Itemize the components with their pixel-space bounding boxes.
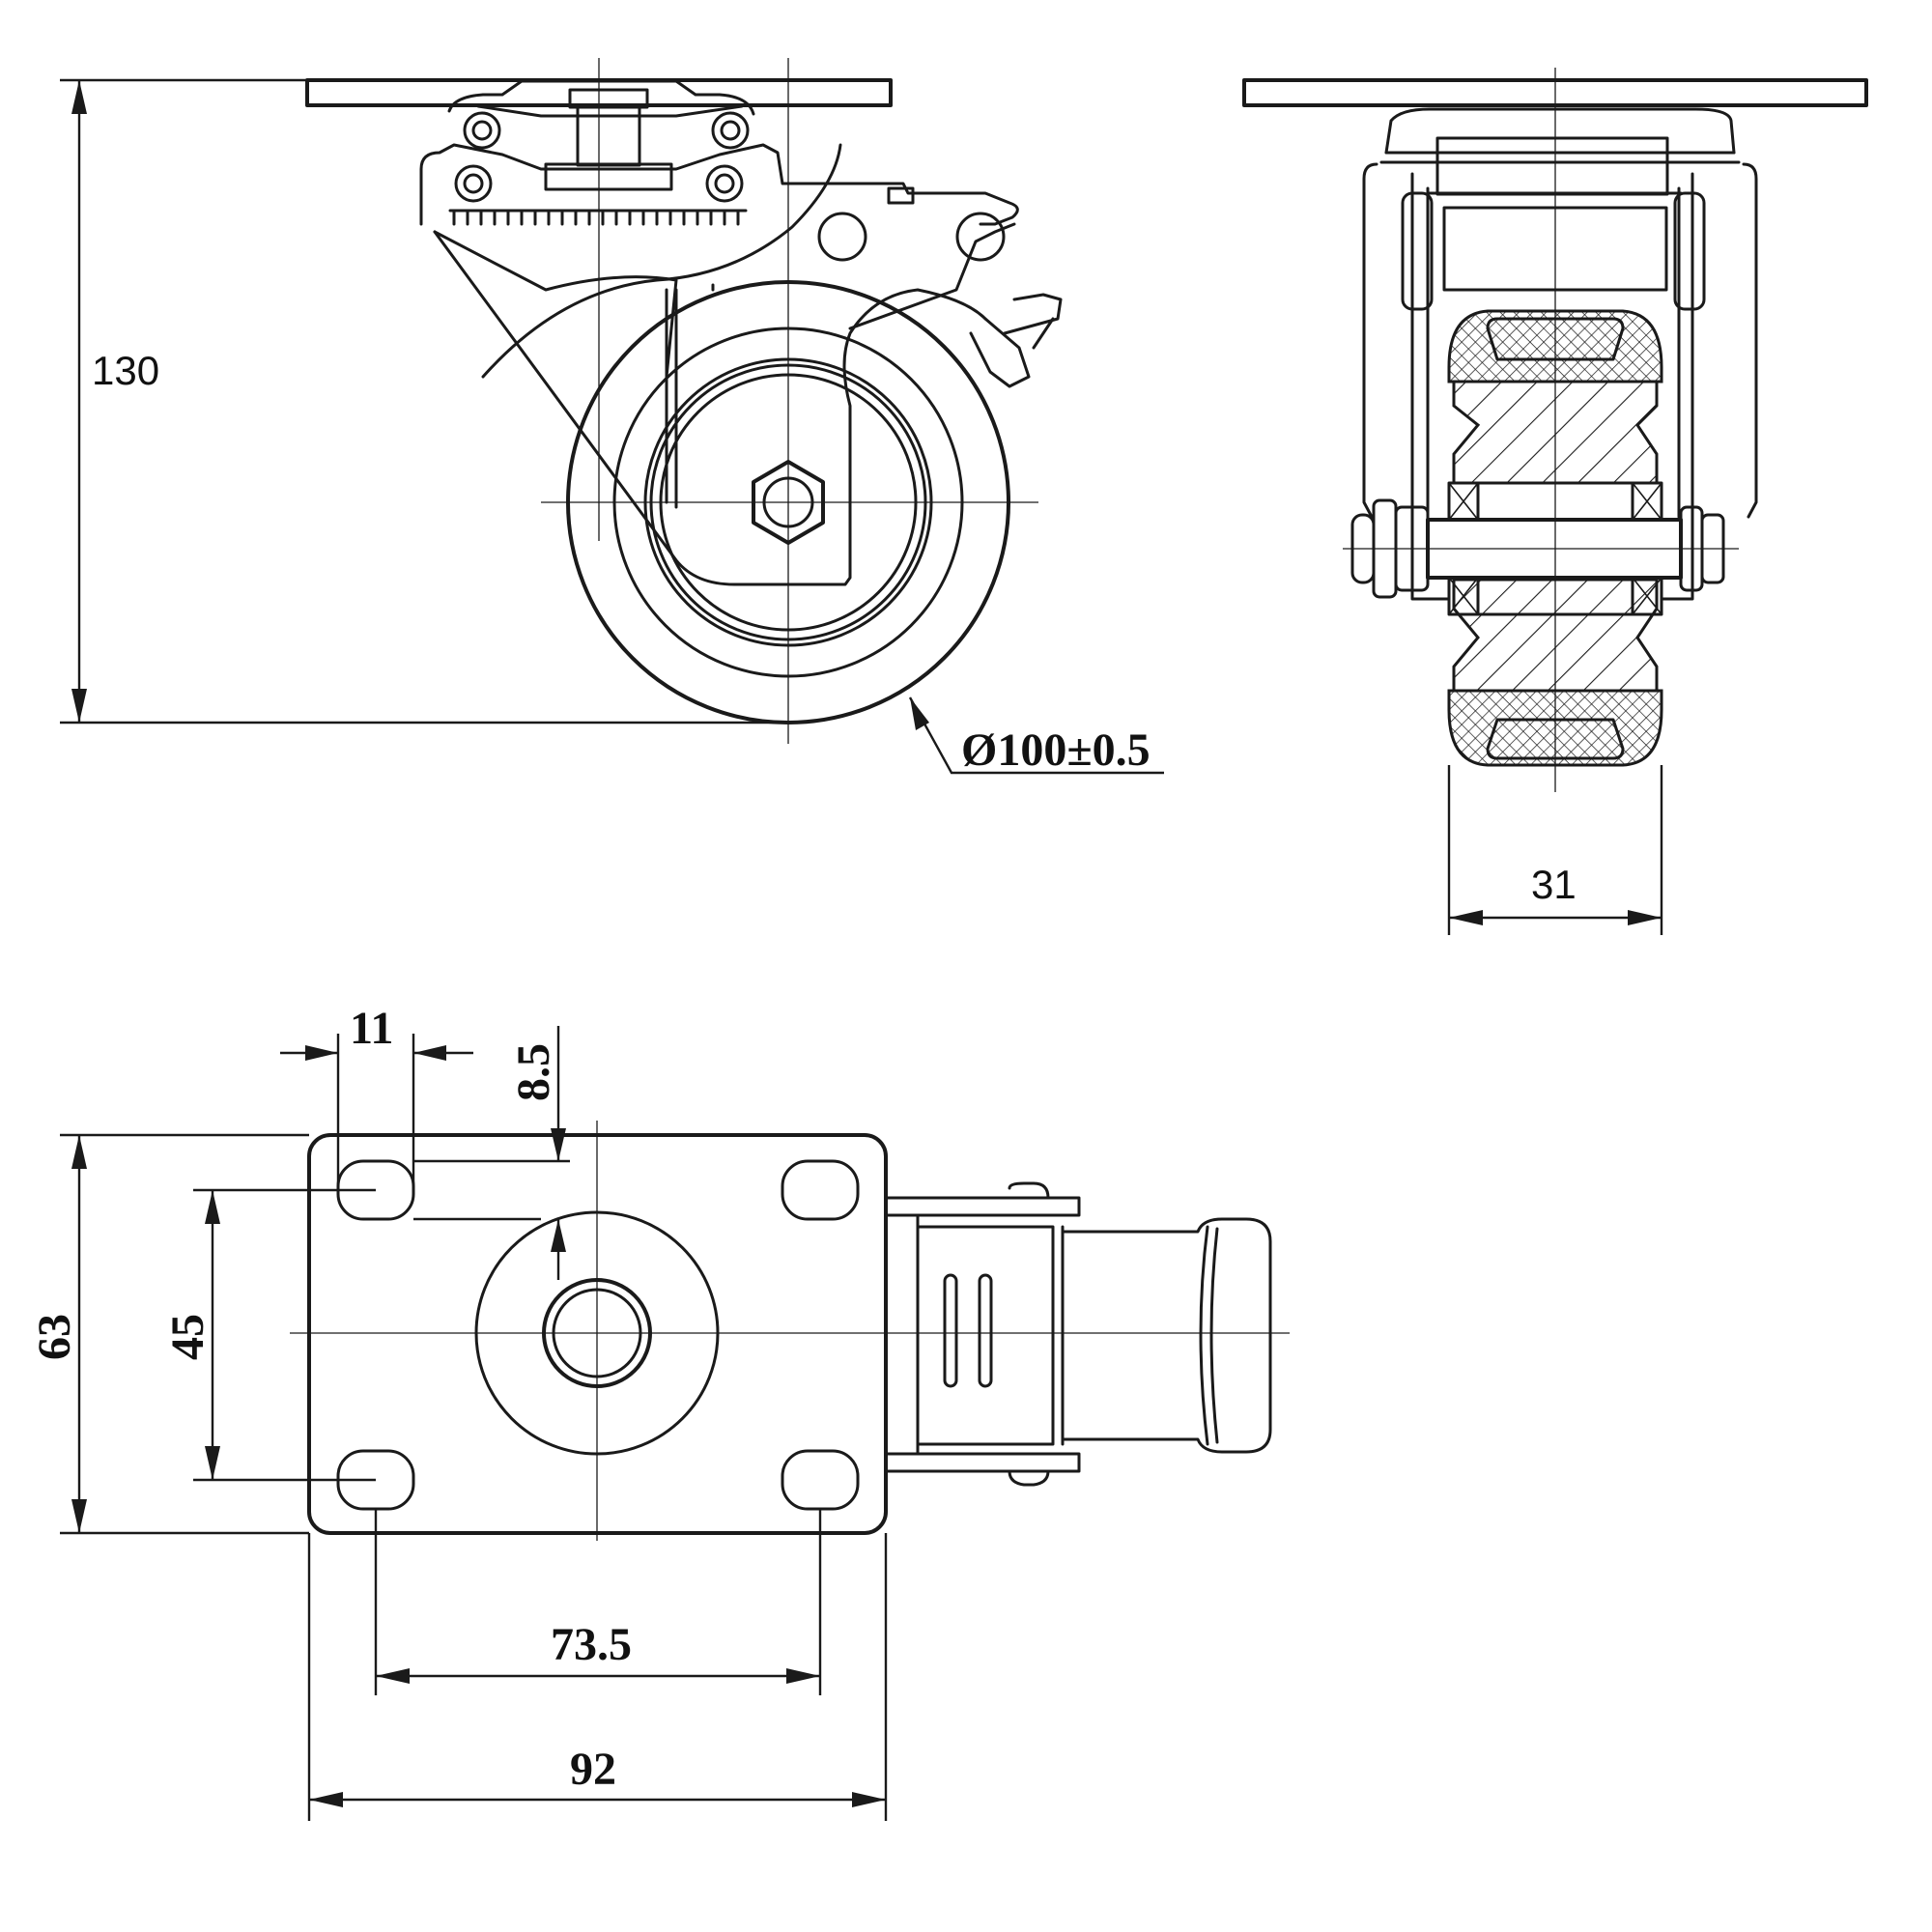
dim-overall-height: 130 (60, 78, 779, 724)
dim-45-label: 45 (162, 1314, 213, 1360)
dim-hole-diameter: 11 (280, 1003, 473, 1188)
dim-130-label: 130 (92, 348, 159, 393)
dim-plate-width: 63 (29, 1133, 309, 1535)
dim-31-label: 31 (1531, 862, 1577, 907)
dim-wheel-width: 31 (1447, 765, 1663, 935)
top-view (290, 1121, 1290, 1541)
dim-hole-spacing-short: 45 (162, 1188, 376, 1482)
side-view (305, 58, 1063, 744)
dim-hole-spacing-long: 73.5 (374, 1509, 822, 1695)
dim-8-5-label: 8.5 (508, 1043, 559, 1101)
dim-plate-length: 92 (307, 1533, 888, 1821)
front-view (1242, 68, 1868, 792)
dim-92-label: 92 (570, 1744, 616, 1795)
dim-73-5-label: 73.5 (551, 1619, 632, 1670)
dim-63-label: 63 (29, 1314, 80, 1360)
mount-hole-tr (781, 1159, 860, 1221)
dim-hole-offset: 8.5 (413, 1026, 570, 1280)
dim-11-label: 11 (350, 1003, 393, 1054)
dim-wheel-diameter: Ø100±0.5 (908, 696, 1164, 776)
dim-diameter-label: Ø100±0.5 (961, 724, 1151, 776)
mount-hole-br (781, 1449, 860, 1511)
